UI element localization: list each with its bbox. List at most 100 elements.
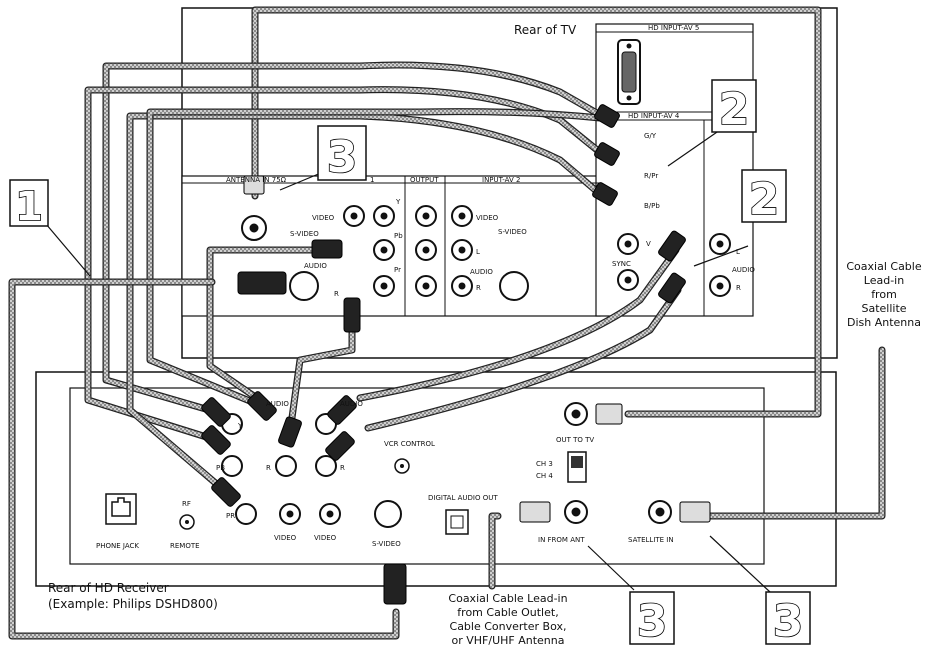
callout-3-sat: 3 <box>765 591 811 648</box>
plug-rx-pb <box>201 425 231 455</box>
vga-port-icon <box>617 39 641 105</box>
s-video-cable <box>206 246 318 400</box>
input-av2-label: INPUT-AV 2 <box>482 176 520 184</box>
s-video-loop-cable <box>8 278 400 640</box>
tv-title: Rear of TV <box>514 23 577 37</box>
rx-y-label: Y <box>237 422 243 430</box>
satellite-coax-cable <box>700 346 886 520</box>
plug-rx-audio-r <box>327 395 357 425</box>
rx-video-label-1: VIDEO <box>274 534 297 542</box>
plug-tv-audio-r <box>658 272 686 304</box>
tv-y-label: Y <box>395 198 401 206</box>
satellite-in-label: SATELLITE IN <box>628 536 674 544</box>
callout-2-bottom: 2 <box>741 169 787 226</box>
remote-label: REMOTE <box>170 542 200 550</box>
callout-boxes: 1 3 2 2 3 3 <box>9 79 811 648</box>
rx-r-label-2: R <box>340 464 345 472</box>
plugs <box>201 104 711 605</box>
ant-caption-2: from Cable Outlet, <box>457 606 558 619</box>
tv-audio-label-2: AUDIO <box>304 262 327 270</box>
rf-label: RF <box>182 500 191 508</box>
av2-l-label: L <box>476 248 480 256</box>
output-label: OUTPUT <box>410 176 439 184</box>
plug-tv-audio-l <box>658 230 686 262</box>
phone-jack-label: PHONE JACK <box>96 542 139 550</box>
sat-caption-1: Coaxial Cable <box>846 260 921 273</box>
receiver-jack-group <box>221 402 672 528</box>
callout-3-ant: 3 <box>629 591 675 648</box>
tv-svideo-port-icon-2 <box>289 271 319 301</box>
tv-audio-l-label: L <box>736 248 740 256</box>
av2-video-label: VIDEO <box>476 214 499 222</box>
plug-satellite-in <box>679 501 711 523</box>
plug-rx-pr <box>211 477 241 507</box>
callout-3-ant-number: 3 <box>637 596 668 647</box>
rx-audio-label: AUDIO <box>266 400 289 408</box>
plug-bpb <box>592 182 618 206</box>
receiver-title: Rear of HD Receiver <box>48 581 169 595</box>
audio-cable-r <box>364 286 682 432</box>
antenna-in-label: ANTENNA IN 75Ω <box>226 176 287 184</box>
sat-caption-2: Lead-in <box>864 274 904 287</box>
hd-input-av5-label: HD INPUT-AV 5 <box>648 24 699 32</box>
callout-3-tv-number: 3 <box>327 132 358 183</box>
plug-tv-loop <box>237 271 287 295</box>
phone-jack-icon <box>105 493 137 525</box>
plug-rx-audio-tv <box>278 416 302 448</box>
callout-1-number: 1 <box>15 184 43 230</box>
tv-audio-r-label: R <box>736 284 741 292</box>
gy-label: G/Y <box>644 132 657 140</box>
callout-1: 1 <box>9 179 49 231</box>
callout-2-top-number: 2 <box>719 84 750 135</box>
receiver-svideo-port-icon <box>374 500 402 528</box>
sat-caption-5: Dish Antenna <box>847 316 921 329</box>
digital-audio-out-icon <box>445 509 469 535</box>
callout-2-bottom-number: 2 <box>749 174 780 225</box>
plug-tv-audio <box>343 297 361 333</box>
tv-svideo-port-icon <box>499 271 529 301</box>
plug-rx-audio-r2 <box>325 431 355 461</box>
digital-audio-out-label: DIGITAL AUDIO OUT <box>428 494 498 502</box>
plug-tv-antenna <box>243 175 265 195</box>
ant-caption-1: Coaxial Cable Lead-in <box>448 592 567 605</box>
av2-audio-label: AUDIO <box>470 268 493 276</box>
tv-jack-group <box>241 205 731 301</box>
rx-r-label: R <box>266 464 271 472</box>
ant-caption-4: or VHF/UHF Antenna <box>452 634 565 647</box>
tv-pb-label: Pb <box>394 232 403 240</box>
tv-r-label: R <box>334 290 339 298</box>
rx-svideo-label: S-VIDEO <box>372 540 401 548</box>
ch4-label: CH 4 <box>536 472 553 480</box>
plug-in-from-ant <box>519 501 551 523</box>
antenna-coax-cable <box>488 512 502 590</box>
rx-video-label-2: VIDEO <box>314 534 337 542</box>
sat-caption-3: from <box>871 288 897 301</box>
hd-input-av4-label: HD INPUT-AV 4 <box>628 112 680 120</box>
plug-rx-svideo <box>383 563 407 605</box>
coax-cable-tv-antenna <box>251 6 822 418</box>
component-cable-pr <box>126 112 604 496</box>
sat-caption-4: Satellite <box>861 302 906 315</box>
sync-label: SYNC <box>612 260 631 268</box>
plug-out-to-tv <box>595 403 623 425</box>
plug-tv-svideo <box>311 239 343 259</box>
rx-pr-label: PR <box>226 512 235 520</box>
v-label: V <box>646 240 651 248</box>
tv-audio-label: AUDIO <box>732 266 755 274</box>
tv-input-one-label: 1 <box>370 176 374 184</box>
callout-2-top: 2 <box>711 79 757 136</box>
bpb-label: B/Pb <box>644 202 660 210</box>
rpr-label: R/Pr <box>644 172 658 180</box>
tv-video-label: VIDEO <box>312 214 335 222</box>
vcr-control-label: VCR CONTROL <box>384 440 435 448</box>
audio-cable-tv <box>286 326 356 436</box>
av2-r-label: R <box>476 284 481 292</box>
plug-gy <box>594 104 620 128</box>
rca-jacks <box>221 205 731 528</box>
plug-rx-y <box>201 397 231 427</box>
callout-3-sat-number: 3 <box>773 596 804 647</box>
av2-svideo-label: S-VIDEO <box>498 228 527 236</box>
plug-rx-audio-l <box>247 391 277 421</box>
audio-cable-l <box>356 246 680 402</box>
